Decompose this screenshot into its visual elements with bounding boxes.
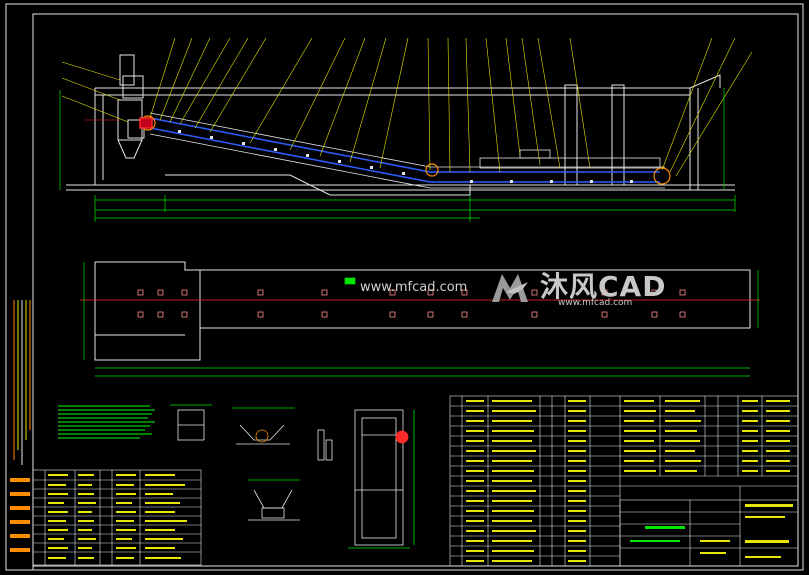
parts-list-left — [10, 469, 202, 566]
watermark-url: www.mfcad.com — [360, 280, 468, 295]
drawing-frame — [5, 3, 804, 571]
conveyor-plan-view — [80, 261, 760, 377]
technical-notes — [58, 405, 155, 439]
parts-list-right — [449, 395, 799, 567]
conveyor-elevation-view — [59, 37, 753, 222]
watermark-brand: 沐风CAD — [540, 270, 667, 303]
watermark-url-small: www.mfcad.com — [558, 298, 633, 308]
detail-views — [170, 404, 415, 549]
mfcad-logo-icon — [492, 274, 528, 302]
side-notes — [13, 300, 31, 465]
